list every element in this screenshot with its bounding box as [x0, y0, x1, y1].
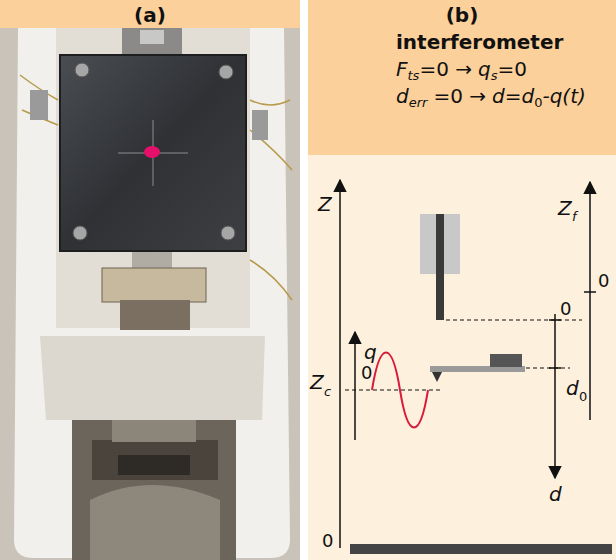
- text-line: Fts=0 →qs=0: [396, 57, 527, 83]
- diagram-ground: [308, 155, 616, 560]
- axis-label: d: [566, 378, 579, 398]
- panel-text: d: [396, 84, 409, 108]
- axis-label: f: [572, 210, 577, 223]
- axis-label: 0: [598, 272, 609, 290]
- panel-text: q: [478, 57, 491, 81]
- axis-label: Z: [558, 198, 572, 218]
- axis-label: q: [364, 342, 377, 362]
- axis-label: 0: [560, 300, 571, 318]
- text-line: (a): [134, 3, 166, 27]
- panel-text: =0 →: [433, 84, 486, 108]
- axis-label: Z: [310, 372, 324, 392]
- axis-label: 0: [322, 532, 333, 550]
- panel-text: err: [409, 95, 428, 110]
- text-line: (b): [446, 3, 479, 27]
- panel-text: 0: [534, 95, 542, 110]
- axis-label: c: [324, 385, 331, 398]
- axis-label: d: [549, 484, 562, 504]
- axis-label: 0: [361, 364, 372, 382]
- panel-text: F: [396, 57, 408, 81]
- axis-label: Z: [318, 194, 332, 214]
- panel-text: (b): [446, 3, 479, 27]
- panel-text: s: [491, 68, 498, 83]
- header-band: (b)interferometerFts=0 →qs=0derr=0 →d=d0…: [308, 0, 616, 155]
- text-line: derr =0 →d=d0-q(t): [396, 84, 586, 110]
- axis-label: 0: [579, 390, 587, 403]
- instrument-photo: [0, 28, 300, 560]
- panel-text: d=d: [492, 84, 534, 108]
- header-band: (a): [0, 0, 300, 28]
- afm-schematic: [340, 180, 612, 554]
- panel-text: interferometer: [396, 30, 563, 54]
- panel-text: ts: [408, 68, 420, 83]
- panel-text: =0: [497, 57, 526, 81]
- panel-text: =0 →: [419, 57, 472, 81]
- panel-text: -q(t): [542, 84, 585, 108]
- panel-text: (a): [134, 3, 166, 27]
- text-line: interferometer: [396, 30, 563, 54]
